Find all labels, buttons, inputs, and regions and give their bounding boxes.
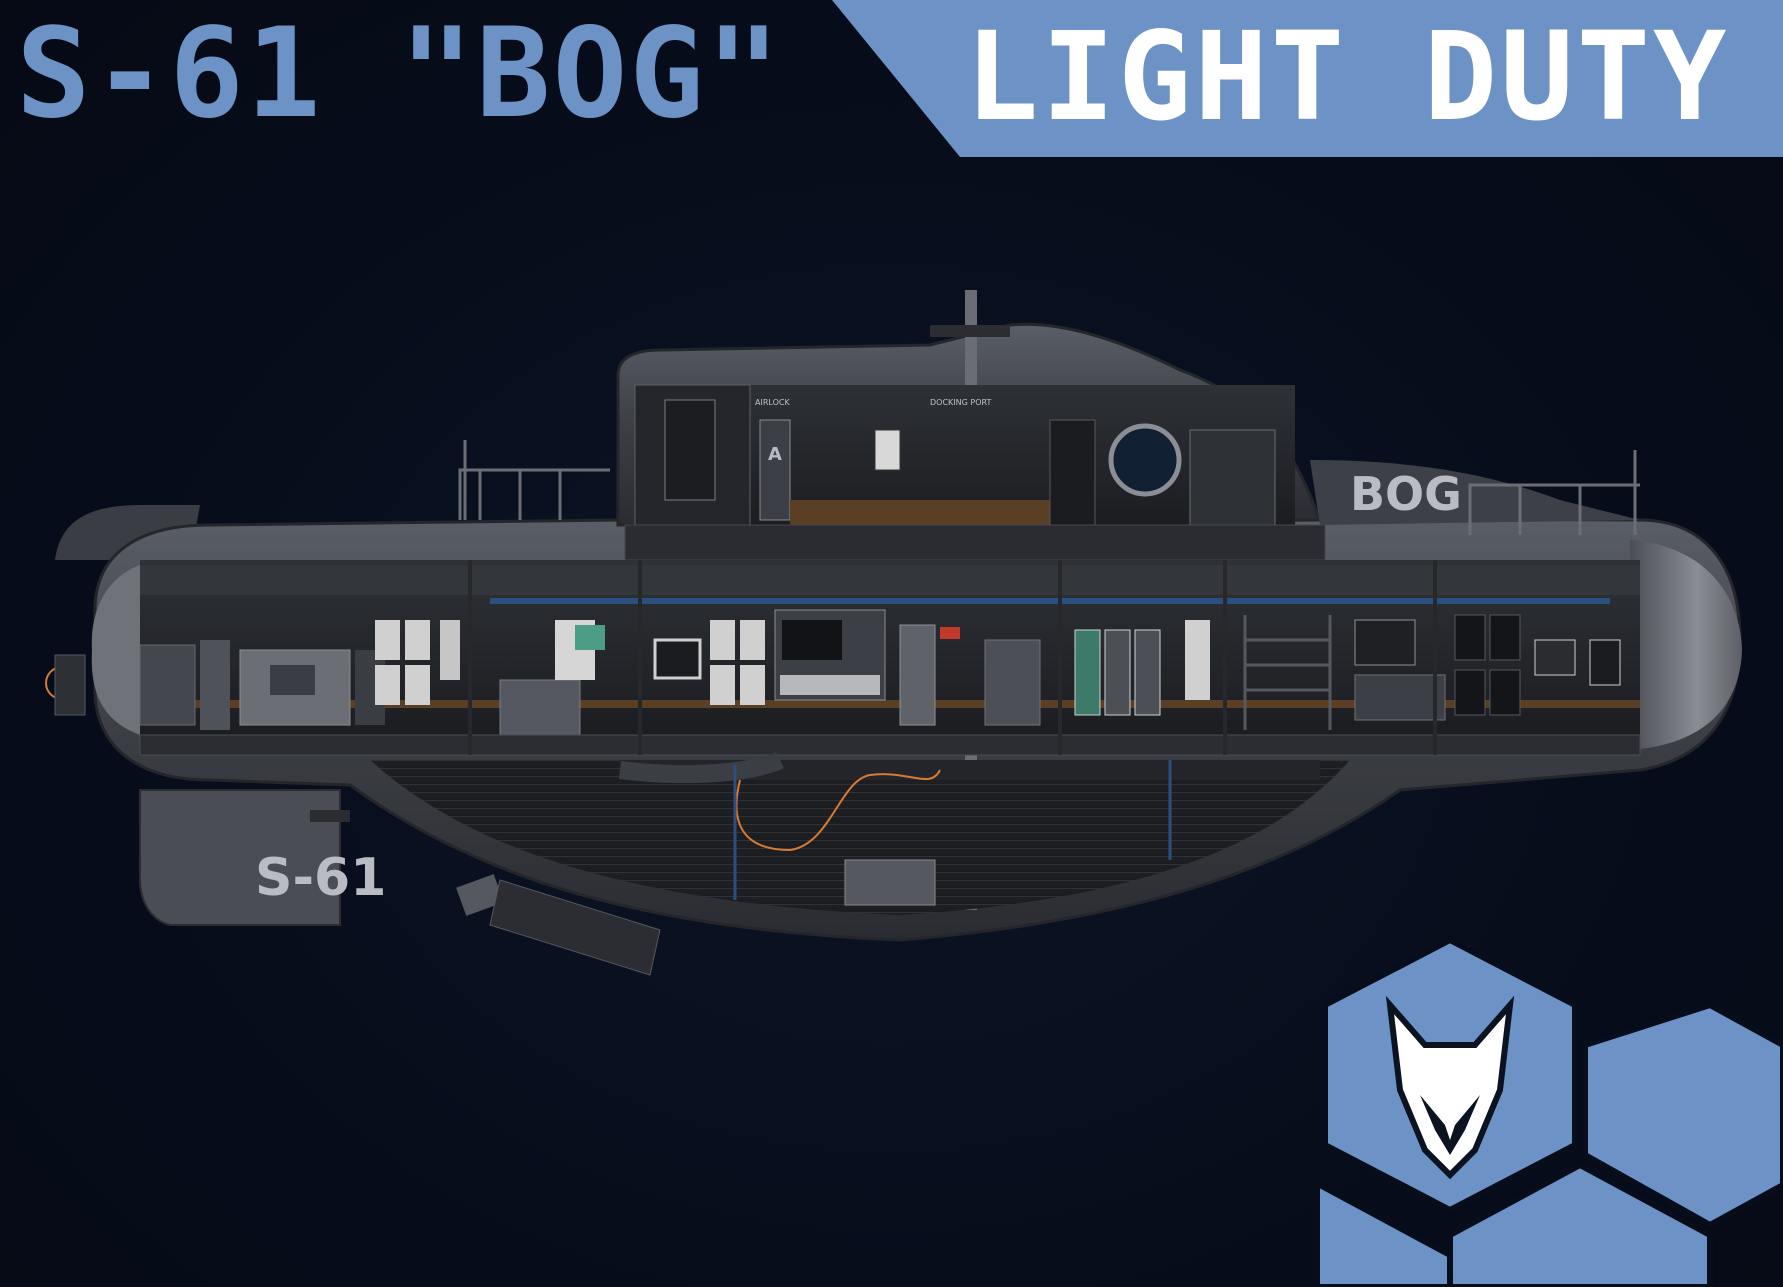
faction-logo xyxy=(1320,936,1783,1287)
stern-hull-marking: S-61 xyxy=(255,848,386,908)
ballast-pump xyxy=(844,859,936,906)
duty-class-label: LIGHT DUTY xyxy=(965,6,1730,148)
monitor xyxy=(653,638,702,680)
hatch-ramp xyxy=(489,879,661,976)
svg-text:A: A xyxy=(768,444,782,465)
bulkheads xyxy=(468,560,1437,755)
duty-banner xyxy=(832,0,1783,157)
pump-assembly xyxy=(499,679,581,736)
storage-locker xyxy=(899,624,936,726)
ship-title: S-61 "BOG" xyxy=(16,2,783,146)
fox-emblem-icon xyxy=(1385,995,1515,1180)
airlock-locker xyxy=(759,419,791,521)
battery-unit xyxy=(139,644,196,726)
diving-suit-lockers xyxy=(1074,629,1161,716)
airlock-sign: AIRLOCK xyxy=(755,398,790,407)
bow-storage xyxy=(1454,614,1521,716)
medical-cabinet xyxy=(984,639,1041,726)
docking-hatch xyxy=(1108,423,1182,497)
storage-shelves xyxy=(1243,615,1332,730)
junction-box xyxy=(1354,619,1416,666)
ballast-tank xyxy=(370,760,1350,915)
bow-nose xyxy=(1630,540,1742,750)
stern-fin xyxy=(139,789,341,926)
supply-cabinets xyxy=(710,620,765,705)
docking-port-sign: DOCKING PORT xyxy=(930,398,991,407)
tower-fairing xyxy=(1310,460,1640,525)
deck-floor xyxy=(139,734,1641,756)
stern-cap xyxy=(91,565,140,735)
deck-railings xyxy=(458,440,1640,535)
tower-hull-marking: BOG xyxy=(1350,467,1462,521)
fabricator-cabinets xyxy=(375,620,430,705)
